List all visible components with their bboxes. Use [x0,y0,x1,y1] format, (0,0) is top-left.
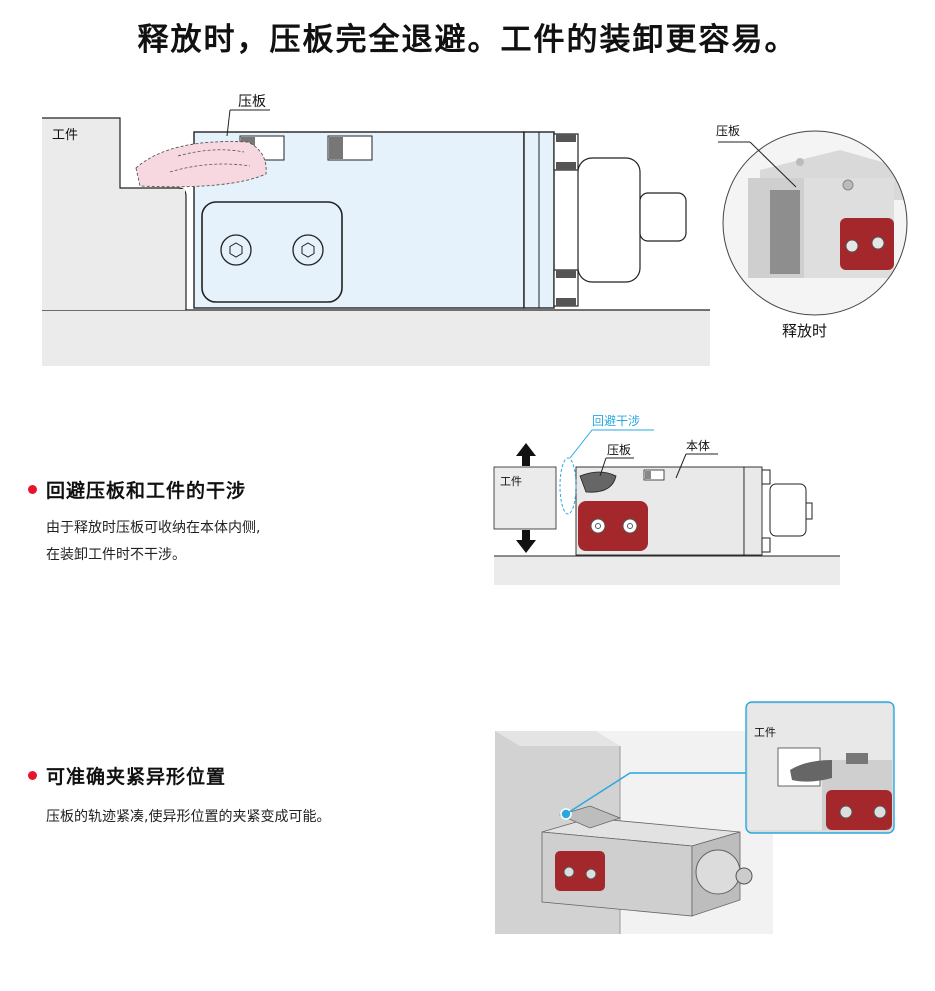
interference-label: 回避干涉 [592,414,641,428]
red-pad [578,501,648,551]
feature1-desc-1: 由于释放时压板可收纳在本体内侧, [46,520,261,536]
feature2-title: 可准确夹紧异形位置 [46,766,227,788]
workpiece-label: 工件 [52,128,79,143]
f2-workpiece-label: 工件 [754,726,776,739]
inset-clamp-label: 压板 [716,124,741,138]
front-plate [201,201,343,303]
feature1-desc-2: 在装卸工件时不干涉。 [46,547,186,563]
clamp-motion-ghost [135,141,267,188]
f1-clamp-label: 压板 [607,443,632,457]
f1-body-label: 本体 [686,439,711,453]
retracted-clamp [579,471,617,493]
page-title: 释放时，压板完全退避。工件的装卸更容易。 [137,22,798,58]
inset-caption: 释放时 [782,322,828,340]
clamp-label: 压板 [238,94,266,110]
feature2-bullet [28,771,37,780]
feature1-bullet [28,485,37,494]
base-plate [42,310,710,366]
feature2-desc: 压板的轨迹紧凑,使异形位置的夹紧变成可能。 [46,809,331,825]
feature1-title: 回避压板和工件的干涉 [46,480,247,502]
f1-workpiece-label: 工件 [500,475,522,488]
